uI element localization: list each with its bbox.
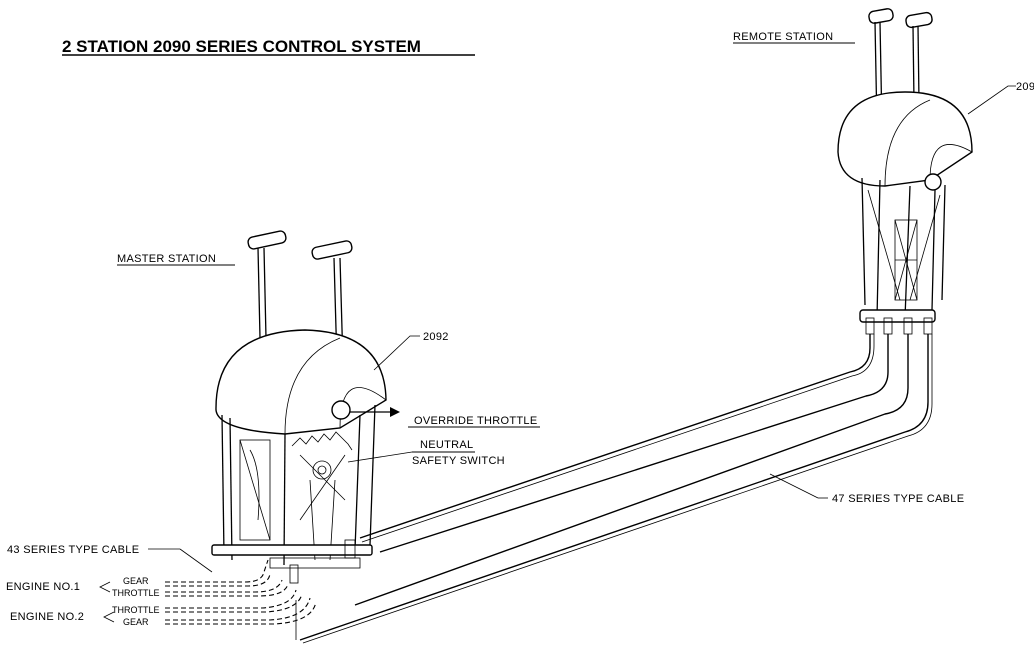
remote-hub [924, 173, 942, 191]
master-hub [331, 400, 351, 420]
master-control-unit-2092 [211, 230, 387, 584]
cable-43-label: 43 SERIES TYPE CABLE [7, 544, 139, 556]
engine-2-bracket [103, 611, 115, 623]
remote-handle-left-grip [868, 8, 894, 24]
neutral-safety-leader [347, 451, 413, 463]
leader-2092 [373, 335, 420, 371]
engine-2-gear-label: GEAR [123, 617, 149, 627]
remote-housing [837, 91, 973, 187]
engine-1-bracket [99, 581, 111, 593]
master-handle-right-grip [311, 240, 353, 260]
engine-1-label: ENGINE NO.1 [6, 581, 80, 593]
cable-47-leader [769, 473, 819, 499]
cable-43-gear-1 [165, 559, 269, 583]
engine-2-label: ENGINE NO.2 [10, 611, 84, 623]
remote-handle-right-grip [905, 11, 933, 29]
label-2094: 2094 [1016, 81, 1034, 93]
gear-quadrant [291, 431, 353, 451]
remote-station-label: REMOTE STATION [733, 31, 833, 43]
safety-switch-label: SAFETY SWITCH [412, 455, 505, 467]
cable-43-gear-2 [165, 597, 311, 621]
cables-43-series [165, 559, 317, 640]
engine-1-throttle-label: THROTTLE [112, 588, 160, 598]
cable-47-label: 47 SERIES TYPE CABLE [832, 493, 964, 505]
master-handle-left-grip [247, 230, 287, 250]
engine-2-throttle-label: THROTTLE [112, 605, 160, 615]
cable-43-throttle-2 [165, 589, 297, 609]
leader-2094 [967, 85, 1016, 115]
engine-1-gear-label: GEAR [123, 576, 149, 586]
cable-47-a [359, 334, 871, 539]
label-2092: 2092 [423, 331, 449, 343]
cable-43-throttle-1 [165, 579, 283, 593]
master-station-label: MASTER STATION [117, 253, 216, 265]
cable-47-c [354, 334, 909, 606]
cables-47-series [299, 334, 933, 644]
remote-control-unit-2094 [837, 8, 973, 335]
diagram-title: 2 STATION 2090 SERIES CONTROL SYSTEM [62, 37, 421, 56]
override-throttle-label: OVERRIDE THROTTLE [414, 415, 537, 427]
cable-47-d [299, 334, 929, 641]
master-base [211, 544, 373, 556]
cable-47-b [379, 334, 889, 553]
neutral-label: NEUTRAL [420, 439, 473, 451]
